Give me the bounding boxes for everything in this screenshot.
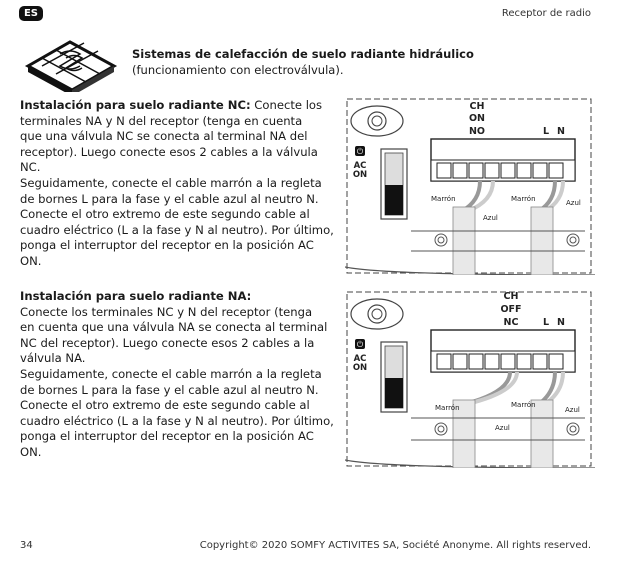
switch-label-on: ON (353, 363, 367, 373)
channel-label: CH (470, 101, 485, 112)
switch-label-ac: AC (354, 354, 367, 364)
wire-label-brown: Marrón (431, 195, 456, 203)
mode-label: OFF (500, 304, 521, 315)
nc-body: terminales NA y N del receptor (tenga en… (20, 113, 334, 268)
section-subtitle: (funcionamiento con electroválvula). (132, 63, 344, 77)
dial-icon (350, 298, 404, 330)
channel-label: CH (504, 291, 519, 302)
wire-label-brown: Marrón (435, 404, 460, 412)
document-title: Receptor de radio (501, 8, 591, 19)
wire-label-blue-2: Azul (565, 406, 580, 414)
na-body: Conecte los terminales NC y N del recept… (20, 304, 334, 459)
copyright-notice: Copyright© 2020 SOMFY ACTIVITES SA, Soci… (199, 540, 591, 551)
terminal-label-l: L (543, 126, 549, 137)
dial-icon (350, 105, 404, 137)
terminal-label-no: NO (469, 126, 485, 137)
svg-text:⏻: ⏻ (357, 340, 364, 349)
wiring-diagram-nc: ⏻ AC ON CH ON NO L N Marrón Marrón Azul … (345, 98, 595, 275)
terminal-label-l: L (543, 317, 549, 328)
language-badge: ES (19, 6, 43, 21)
svg-text:⏻: ⏻ (357, 147, 364, 156)
floor-heating-icon (24, 40, 118, 92)
terminal-label-n: N (557, 317, 565, 328)
page-number: 34 (20, 540, 33, 551)
section-title: Sistemas de calefacción de suelo radiant… (132, 47, 474, 61)
wire-label-blue-2: Azul (566, 199, 581, 207)
terminal-label-nc: NC (504, 317, 519, 328)
power-icon: ⏻ (355, 339, 365, 349)
nc-instructions: Instalación para suelo radiante NC: Cone… (20, 98, 338, 270)
power-icon: ⏻ (355, 146, 365, 156)
na-instructions: Instalación para suelo radiante NA: Cone… (20, 289, 338, 461)
mode-label: ON (469, 113, 485, 124)
nc-lead: Conecte los (254, 98, 323, 112)
terminal-label-n: N (557, 126, 565, 137)
wire-label-blue: Azul (495, 424, 510, 432)
slide-switch (385, 378, 403, 408)
wire-label-brown-2: Marrón (511, 195, 536, 203)
nc-heading: Instalación para suelo radiante NC: (20, 98, 251, 112)
wire-label-blue: Azul (483, 214, 498, 222)
na-heading: Instalación para suelo radiante NA: (20, 289, 252, 303)
switch-label-ac: AC (354, 161, 367, 171)
wiring-diagram-na: ⏻ AC ON CH OFF NC L N Marrón Marrón Azul… (345, 291, 595, 468)
slide-switch (385, 185, 403, 215)
wire-label-brown-2: Marrón (511, 401, 536, 409)
switch-label-on: ON (353, 170, 367, 180)
